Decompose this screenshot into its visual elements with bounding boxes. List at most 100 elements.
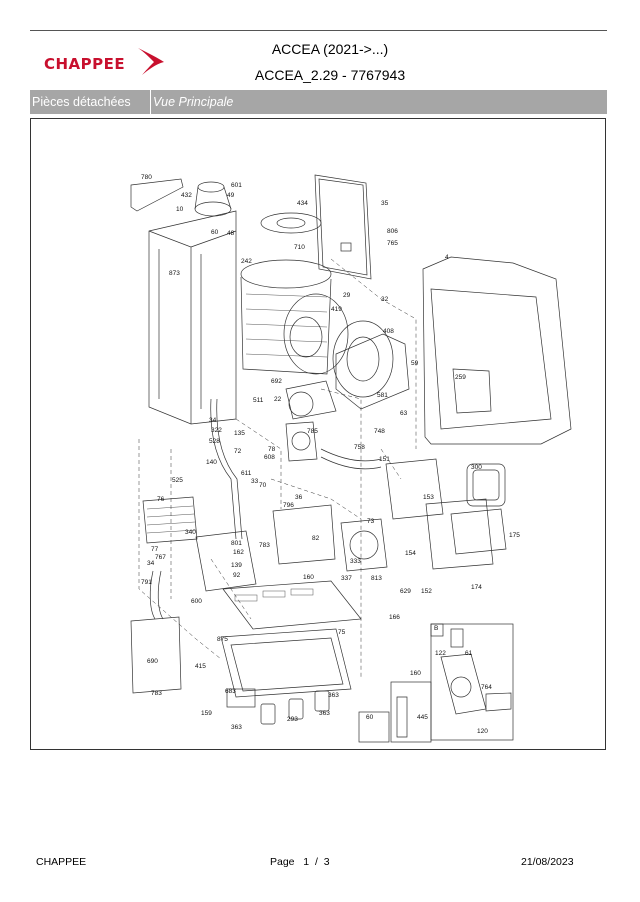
callout-labels: 780 432 10 601 49 48 60 434 35 806 765 873 242 710 4 29… bbox=[141, 174, 520, 735]
part-callout: 49 bbox=[227, 192, 235, 199]
part-callout: 4 bbox=[445, 254, 449, 261]
part-callout: 783 bbox=[259, 542, 270, 549]
part-callout: 73 bbox=[367, 518, 375, 525]
part-callout: 140 bbox=[206, 459, 217, 466]
part-callout: 765 bbox=[387, 240, 398, 247]
part-callout: 683 bbox=[225, 688, 236, 695]
part-callout: 692 bbox=[271, 378, 282, 385]
part-callout: 22 bbox=[274, 396, 282, 403]
part-callout: 70 bbox=[259, 482, 267, 489]
part-callout: 32 bbox=[381, 296, 389, 303]
exploded-diagram-drawing: 780 432 10 601 49 48 60 434 35 806 765 873 242 710 4 29… bbox=[130, 174, 572, 743]
part-callout: 36 bbox=[295, 494, 303, 501]
part-callout: 160 bbox=[303, 574, 314, 581]
part-callout: 61 bbox=[465, 650, 473, 657]
part-callout: 767 bbox=[155, 554, 166, 561]
part-callout: 259 bbox=[455, 374, 466, 381]
brand-swoosh-icon bbox=[138, 48, 164, 75]
part-callout: 813 bbox=[371, 575, 382, 582]
part-callout: 60 bbox=[366, 714, 374, 721]
part-callout: 75 bbox=[338, 629, 346, 636]
part-callout: 72 bbox=[234, 448, 242, 455]
part-callout: 293 bbox=[287, 716, 298, 723]
tab-spare-parts[interactable]: Pièces détachées bbox=[30, 90, 151, 114]
part-callout: 333 bbox=[350, 558, 361, 565]
part-callout: 34 bbox=[209, 417, 217, 424]
part-callout: 92 bbox=[233, 572, 241, 579]
part-callout: 419 bbox=[331, 306, 342, 313]
part-callout: 337 bbox=[341, 575, 352, 582]
part-callout: 139 bbox=[231, 562, 242, 569]
part-callout: 875 bbox=[217, 636, 228, 643]
part-callout: 152 bbox=[421, 588, 432, 595]
part-callout: 153 bbox=[423, 494, 434, 501]
part-callout: 780 bbox=[141, 174, 152, 181]
document-title: ACCEA (2021->...) bbox=[271, 41, 389, 57]
part-callout: 525 bbox=[172, 477, 183, 484]
part-callout: 48 bbox=[227, 230, 235, 237]
part-callout: 748 bbox=[374, 428, 385, 435]
part-callout: 160 bbox=[410, 670, 421, 677]
footer-date: 21/08/2023 bbox=[521, 856, 574, 868]
part-callout: 122 bbox=[435, 650, 446, 657]
part-callout: 758 bbox=[354, 444, 365, 451]
part-callout: 34 bbox=[147, 560, 155, 567]
part-callout: 82 bbox=[312, 535, 320, 542]
brand-name: CHAPPEE bbox=[44, 55, 126, 73]
part-callout: 154 bbox=[405, 550, 416, 557]
part-callout: 629 bbox=[400, 588, 411, 595]
part-callout: B bbox=[434, 625, 438, 632]
part-callout: 60 bbox=[211, 229, 219, 236]
tab-main-view[interactable]: Vue Principale bbox=[153, 95, 234, 109]
part-callout: 63 bbox=[400, 410, 408, 417]
exploded-diagram: 780 432 10 601 49 48 60 434 35 806 765 873 242 710 4 29… bbox=[30, 118, 606, 750]
part-callout: 601 bbox=[231, 182, 242, 189]
part-callout: 242 bbox=[241, 258, 252, 265]
section-bar: Pièces détachées Vue Principale bbox=[30, 90, 607, 114]
part-callout: 35 bbox=[381, 200, 389, 207]
part-callout: 690 bbox=[147, 658, 158, 665]
part-callout: 300 bbox=[471, 464, 482, 471]
part-callout: 511 bbox=[253, 397, 264, 404]
part-callout: 120 bbox=[477, 728, 488, 735]
part-callout: 408 bbox=[383, 328, 394, 335]
part-callout: 77 bbox=[151, 546, 159, 553]
part-callout: 434 bbox=[297, 200, 308, 207]
part-callout: 33 bbox=[251, 478, 259, 485]
page-separator: / bbox=[314, 856, 318, 868]
part-callout: 166 bbox=[389, 614, 400, 621]
part-callout: 59 bbox=[411, 360, 419, 367]
brand-logo: CHAPPEE bbox=[44, 44, 169, 78]
part-callout: 710 bbox=[294, 244, 305, 251]
part-callout: 783 bbox=[151, 690, 162, 697]
part-callout: 29 bbox=[343, 292, 351, 299]
part-callout: 151 bbox=[379, 456, 390, 463]
header-rule bbox=[30, 30, 607, 31]
part-callout: 600 bbox=[191, 598, 202, 605]
part-callout: 445 bbox=[417, 714, 428, 721]
part-callout: 175 bbox=[509, 532, 520, 539]
part-callout: 363 bbox=[231, 724, 242, 731]
page-current: 1 bbox=[303, 856, 310, 868]
page-label: Page bbox=[270, 856, 295, 868]
part-callout: 796 bbox=[283, 502, 294, 509]
part-callout: 76 bbox=[157, 496, 165, 503]
part-callout: 432 bbox=[181, 192, 192, 199]
part-callout: 528 bbox=[209, 438, 220, 445]
part-callout: 322 bbox=[211, 427, 222, 434]
part-callout: 415 bbox=[195, 663, 206, 670]
document-subtitle: ACCEA_2.29 - 7767943 bbox=[254, 67, 406, 83]
part-callout: 10 bbox=[176, 206, 184, 213]
part-callout: 162 bbox=[233, 549, 244, 556]
part-callout: 873 bbox=[169, 270, 180, 277]
part-callout: 581 bbox=[377, 392, 388, 399]
part-callout: 785 bbox=[307, 428, 318, 435]
page-total: 3 bbox=[323, 856, 330, 868]
part-callout: 363 bbox=[319, 710, 330, 717]
part-callout: 806 bbox=[387, 228, 398, 235]
part-callout: 608 bbox=[264, 454, 275, 461]
footer-company: CHAPPEE bbox=[36, 856, 87, 868]
part-callout: 611 bbox=[241, 470, 252, 477]
part-callout: 791 bbox=[141, 579, 152, 586]
part-callout: 135 bbox=[234, 430, 245, 437]
